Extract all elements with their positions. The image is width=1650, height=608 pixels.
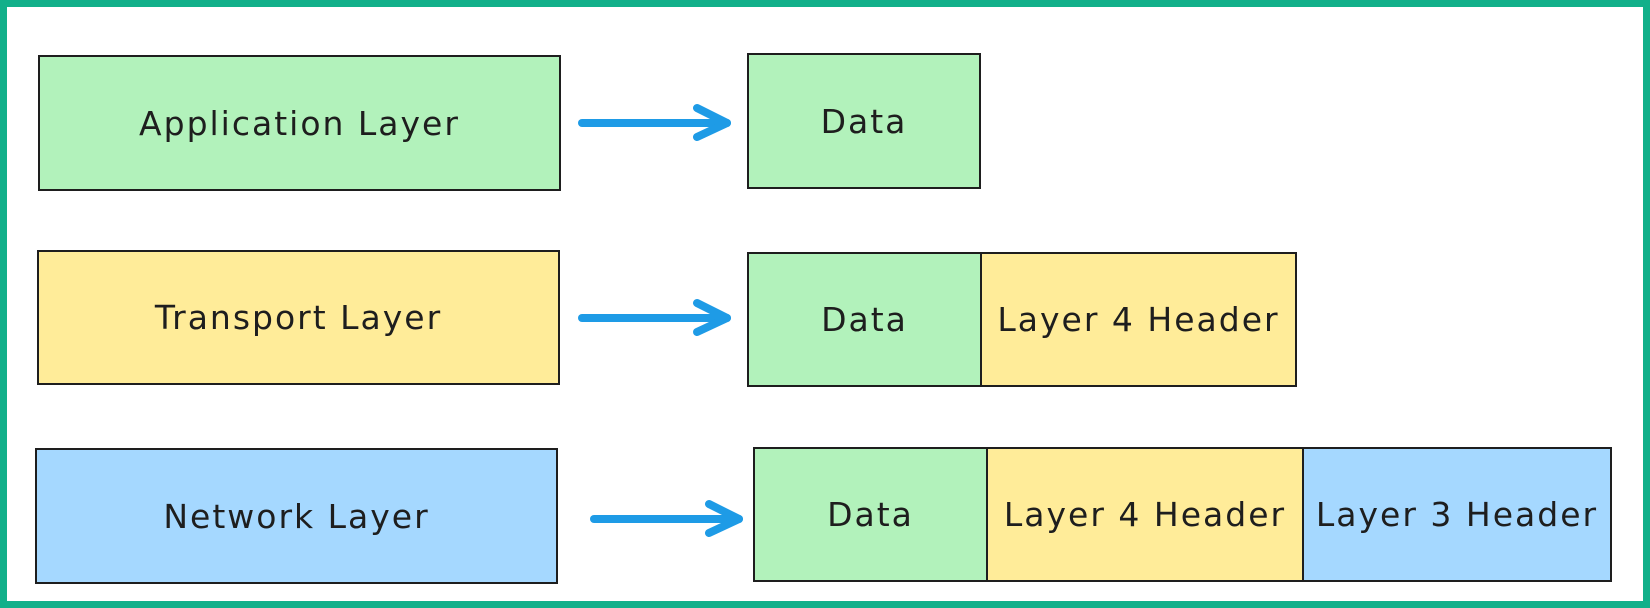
layer4-header-label: Layer 4 Header (997, 300, 1280, 339)
layer3-header-label: Layer 3 Header (1315, 495, 1599, 534)
transport-layer-label: Transport Layer (154, 298, 443, 337)
application-layer-label: Application Layer (139, 103, 460, 143)
arrow-right-icon (578, 104, 731, 141)
data-segment-label: Data (821, 300, 908, 339)
layer3-header-segment: Layer 3 Header (1302, 447, 1612, 582)
transport-layer-box: Transport Layer (37, 250, 560, 385)
data-segment: Data (747, 252, 982, 387)
arrow-right-icon (590, 500, 743, 537)
data-segment: Data (747, 53, 981, 189)
layer4-header-segment: Layer 4 Header (980, 252, 1297, 387)
data-segment-label: Data (827, 495, 914, 534)
application-layer-box: Application Layer (38, 55, 561, 191)
network-layer-label: Network Layer (163, 496, 430, 536)
arrow-right-icon (578, 299, 731, 336)
network-layer-box: Network Layer (35, 448, 558, 584)
layer4-header-label: Layer 4 Header (1003, 495, 1287, 534)
layer4-header-segment: Layer 4 Header (986, 447, 1304, 582)
data-segment-label: Data (820, 101, 908, 141)
data-segment: Data (753, 447, 988, 582)
